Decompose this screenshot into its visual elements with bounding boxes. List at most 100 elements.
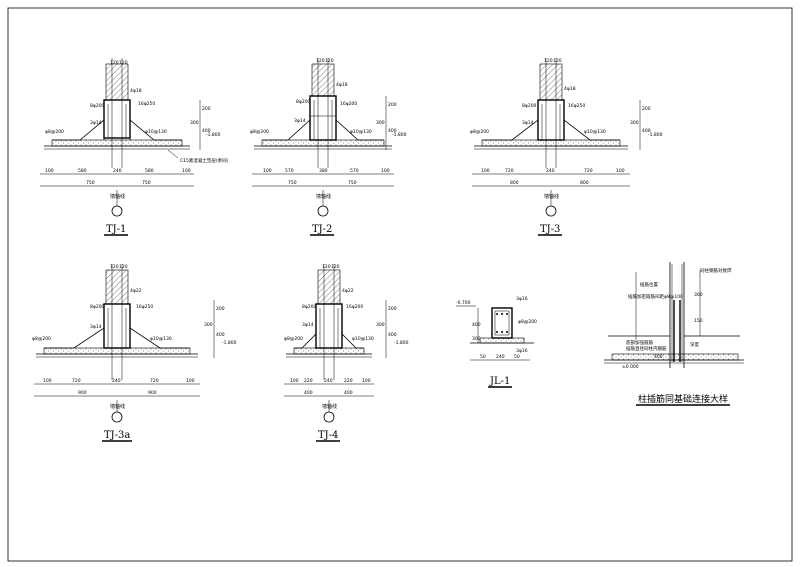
total-dim-2: 750 <box>348 180 357 186</box>
bottom-dim-1: 100 <box>43 378 52 384</box>
note-6: φ10@130 <box>352 336 374 342</box>
axis-bubble <box>317 205 329 217</box>
note-6: φ10@130 <box>145 129 167 135</box>
note-5: 插筋直径同柱内钢筋 <box>626 345 667 352</box>
detail-title: TJ-3 <box>540 224 560 235</box>
column-hatch <box>317 269 341 305</box>
note-1: 3φ16 <box>516 296 528 302</box>
note-2: 8φ200 <box>296 99 311 105</box>
total-dim-2: 400 <box>344 390 353 396</box>
footing-base <box>293 347 365 355</box>
footing-base <box>51 139 183 147</box>
callout: C15素混凝土垫层(余同) <box>180 157 229 164</box>
detail-jl1: -0.700 3φ16 φ8@200 3φ16 50 240 50 400 30… <box>456 296 537 388</box>
level-mark: -1.800 <box>222 340 237 346</box>
level-mark: -1.800 <box>648 132 663 138</box>
note-5: φ8@200 <box>470 129 489 135</box>
axis-label: 墙轴线 <box>316 193 331 200</box>
note-3: 16φ200 <box>346 304 363 310</box>
footing-base <box>481 139 621 147</box>
bottom-dim-3: 240 <box>112 378 121 384</box>
total-dim-1: 750 <box>86 180 95 186</box>
side-dim-3: 400 <box>202 128 211 134</box>
side-dim-2: 300 <box>376 120 385 126</box>
detail-tj2: 120 120 100 570 380 570 100 750 750 墙轴线 … <box>250 58 407 236</box>
top-dim-1: 120 <box>316 58 325 64</box>
total-dim-1: 400 <box>304 390 313 396</box>
note-1: 4φ22 <box>342 288 354 294</box>
bottom-dim-4: 720 <box>150 378 159 384</box>
dim-2: 150 <box>694 318 703 324</box>
level-mark: -1.800 <box>206 132 221 138</box>
note-4: 3φ14 <box>90 120 102 126</box>
note-3: 插筋加密箍筋间距φ8@100 <box>628 293 683 300</box>
total-dim-1: 750 <box>288 180 297 186</box>
note-6: φ10@130 <box>150 336 172 342</box>
bottom-dim-1: 100 <box>263 168 272 174</box>
bottom-dim-2: 720 <box>505 168 514 174</box>
top-dim-1: 120 <box>110 264 119 270</box>
note-2: 8φ200 <box>90 304 105 310</box>
note-5: φ8@200 <box>284 336 303 342</box>
top-dim-1: 120 <box>322 264 331 270</box>
axis-label: 墙轴线 <box>110 193 125 200</box>
side-dim-2: 300 <box>190 120 199 126</box>
side-dim-2: 300 <box>376 322 385 328</box>
note-4: 底部加强箍筋 <box>626 339 653 346</box>
bottom-dim-2: 570 <box>285 168 294 174</box>
side-dim-1: 200 <box>202 106 211 112</box>
note-1: 4φ18 <box>130 88 142 94</box>
top-dim-2: 120 <box>119 264 128 270</box>
level-mark: -1.800 <box>392 132 407 138</box>
side-dim-1: 200 <box>216 306 225 312</box>
top-dim-2: 120 <box>553 58 562 64</box>
note-3: 16φ250 <box>568 103 585 109</box>
top-dim-2: 120 <box>119 60 128 66</box>
total-dim-1: 900 <box>78 390 87 396</box>
note-3: 16φ200 <box>340 101 357 107</box>
detail-title: TJ-1 <box>106 224 126 235</box>
bottom-dim-5: 100 <box>362 378 371 384</box>
note-2: 8φ200 <box>522 103 537 109</box>
dim-3: 400 <box>654 354 663 360</box>
bottom-dim-3: 240 <box>546 168 555 174</box>
side-dim-2: 300 <box>472 336 481 342</box>
detail-tj3a: 120 120 100 720 240 720 100 900 900 墙轴线 … <box>32 264 237 442</box>
detail-title: TJ-2 <box>312 224 332 235</box>
note-1: 4φ18 <box>564 86 576 92</box>
note-5: φ8@200 <box>32 336 51 342</box>
note-4: 3φ14 <box>522 120 534 126</box>
bottom-dim-4: 570 <box>350 168 359 174</box>
note-4: 3φ14 <box>302 322 314 328</box>
bottom-dim-1: 100 <box>290 378 299 384</box>
side-dim-1: 200 <box>388 306 397 312</box>
footing-base <box>43 347 191 355</box>
axis-label: 墙轴线 <box>322 403 337 410</box>
side-dim-2: 300 <box>630 120 639 126</box>
axis-bubble <box>111 411 123 423</box>
side-dim-1: 200 <box>642 106 651 112</box>
pedestal <box>103 99 131 139</box>
note-4: 3φ14 <box>90 324 102 330</box>
note-1: 4φ18 <box>336 82 348 88</box>
bottom-dim-3: 240 <box>113 168 122 174</box>
detail-title: TJ-4 <box>318 430 338 441</box>
side-dim-1: 200 <box>388 102 397 108</box>
detail-connection: 同柱钢筋对接焊 插筋位置 插筋加密箍筋间距φ8@100 底部加强箍筋 插筋直径同… <box>604 262 744 406</box>
note-6: φ10@130 <box>350 129 372 135</box>
side-dim-3: 400 <box>216 332 225 338</box>
detail-tj1: 120 120 100 580 240 580 100 750 750 墙轴线 … <box>40 58 229 236</box>
axis-bubble <box>323 411 335 423</box>
bottom-dim-5: 100 <box>381 168 390 174</box>
note-3: 16φ250 <box>138 101 155 107</box>
total-dim-2: 750 <box>142 180 151 186</box>
level-mark: -0.700 <box>456 300 471 306</box>
bottom-dim-5: 100 <box>182 168 191 174</box>
note-3: 3φ16 <box>516 348 528 354</box>
axis-label: 墙轴线 <box>110 403 125 410</box>
note-2: 8φ200 <box>302 304 317 310</box>
note-6: 深度 <box>690 341 699 348</box>
note-6: φ10@130 <box>584 129 606 135</box>
dim-1: 300 <box>694 292 703 298</box>
bottom-dim-2: 220 <box>304 378 313 384</box>
